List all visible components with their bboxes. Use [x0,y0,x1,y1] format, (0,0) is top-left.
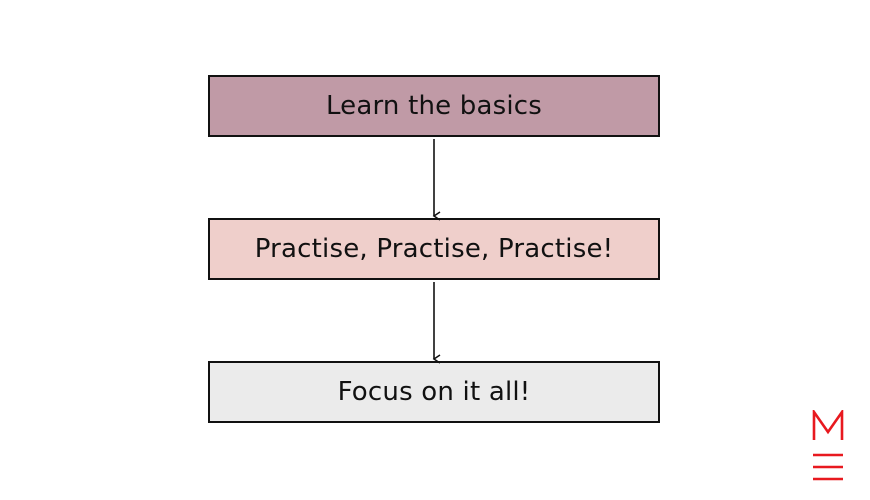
flow-step-label: Focus on it all! [337,377,531,407]
flow-step-label: Learn the basics [325,91,543,121]
flow-step-focus: Focus on it all! [208,361,660,423]
brand-logo-icon [812,410,844,481]
flow-step-practise: Practise, Practise, Practise! [208,218,660,280]
flow-step-learn-basics: Learn the basics [208,75,660,137]
flow-step-label: Practise, Practise, Practise! [254,234,614,264]
